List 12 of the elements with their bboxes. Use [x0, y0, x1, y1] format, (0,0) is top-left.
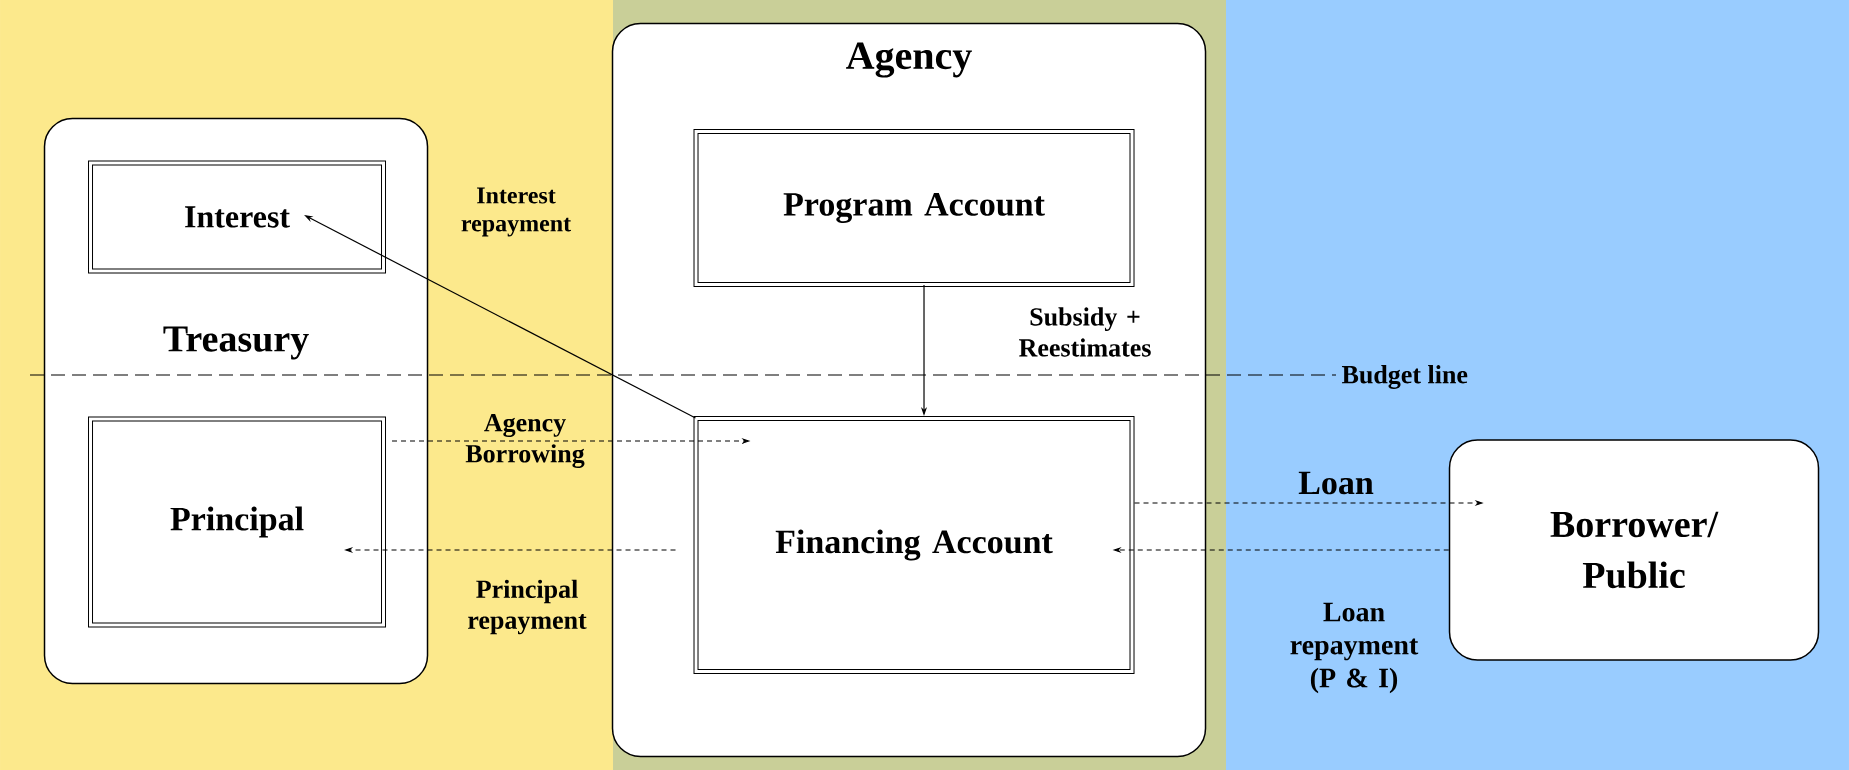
edge-label: Principal repayment: [468, 579, 587, 635]
edge-label: Agency Borrowing: [465, 414, 585, 468]
edge-label: Loan: [1298, 471, 1374, 495]
edge-label: Loan repayment (P & I): [1290, 602, 1419, 694]
edge-label: Subsidy + Reestimates: [1019, 307, 1151, 357]
borrower-box: Borrower/ Public: [1448, 439, 1820, 661]
principal-box: Principal: [88, 416, 386, 628]
program-account-box: Program Account: [693, 129, 1135, 287]
interest-box: Interest: [88, 160, 386, 274]
budget-line-label: Budget line: [1342, 365, 1468, 389]
financing-account-box: Financing Account: [693, 416, 1135, 674]
edge-label: Interest repayment: [461, 187, 571, 237]
